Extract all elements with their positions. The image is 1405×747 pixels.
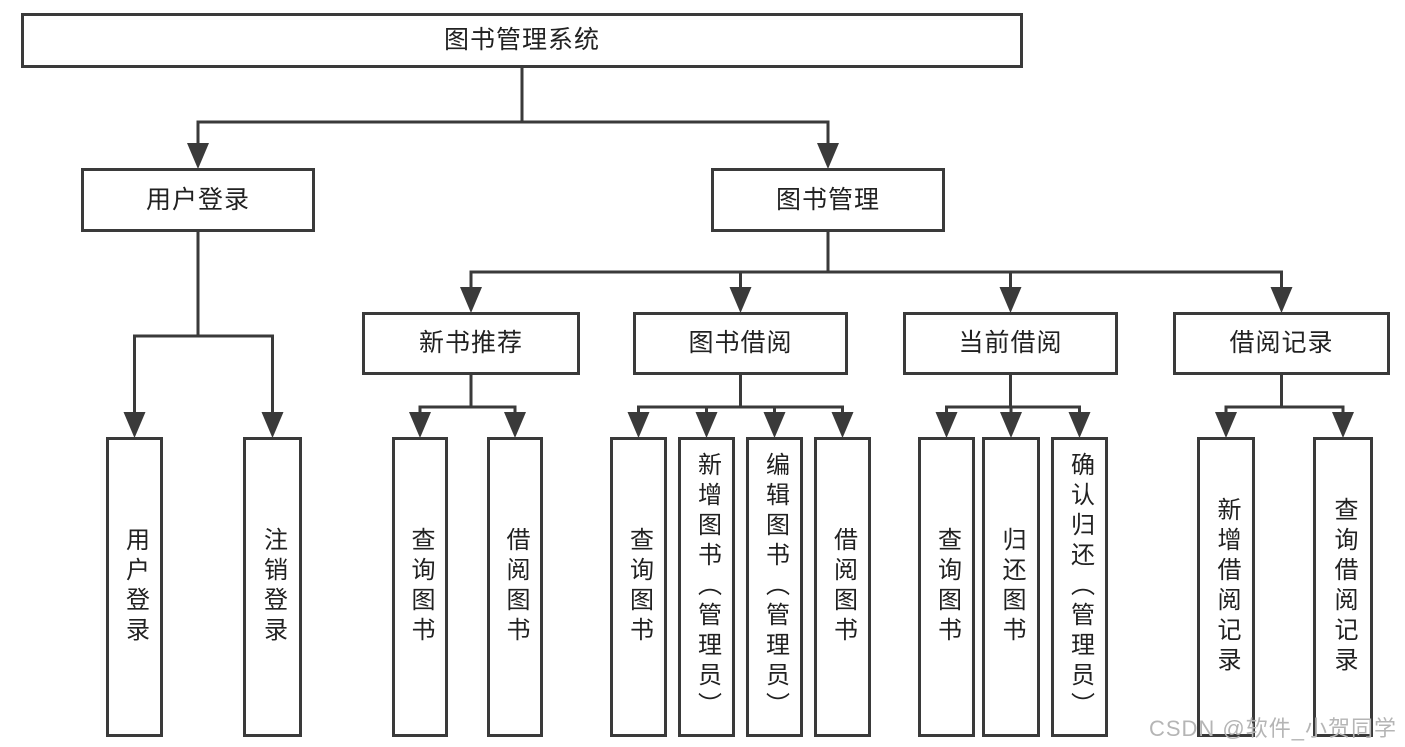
node-borrow-records: 借阅记录: [1173, 312, 1390, 375]
node-edit-books: 编辑图书（管理员）: [746, 437, 803, 737]
node-query-borrow-record: 查询借阅记录: [1313, 437, 1373, 737]
node-label: 确认归还（管理员）: [1066, 452, 1094, 722]
node-label: 用户登录: [121, 527, 149, 647]
node-label: 查询图书: [407, 527, 434, 647]
node-new-book-rec: 新书推荐: [362, 312, 580, 375]
node-label: 当前借阅: [958, 329, 1063, 357]
node-logout: 注销登录: [243, 437, 302, 737]
watermark: CSDN @软件_小贺同学: [1148, 716, 1397, 741]
node-label: 查询借阅记录: [1330, 497, 1357, 677]
node-current-borrow: 当前借阅: [903, 312, 1118, 375]
node-label: 用户登录: [145, 185, 250, 214]
node-label: 借阅图书: [829, 527, 857, 647]
node-confirm-return: 确认归还（管理员）: [1051, 437, 1108, 737]
node-label: 新书推荐: [418, 329, 523, 357]
node-query-books-3: 查询图书: [918, 437, 975, 737]
node-borrow-books-1: 借阅图书: [487, 437, 543, 737]
node-label: 图书管理系统: [443, 26, 600, 54]
node-label: 借阅图书: [502, 527, 529, 647]
node-book-borrow: 图书借阅: [633, 312, 848, 375]
node-label: 编辑图书（管理员）: [761, 452, 789, 722]
node-label: 图书管理: [775, 185, 880, 214]
node-label: 查询图书: [933, 527, 961, 647]
node-book-mgmt: 图书管理: [711, 168, 945, 232]
node-label: 图书借阅: [688, 329, 793, 357]
node-label: 借阅记录: [1229, 329, 1334, 357]
node-return-books: 归还图书: [982, 437, 1040, 737]
node-add-books: 新增图书（管理员）: [678, 437, 735, 737]
node-label: 查询图书: [625, 527, 653, 647]
node-label: 归还图书: [998, 527, 1025, 647]
node-label: 新增图书（管理员）: [693, 452, 721, 722]
node-query-books-1: 查询图书: [392, 437, 448, 737]
node-label: 新增借阅记录: [1213, 497, 1240, 677]
node-login: 用户登录: [106, 437, 163, 737]
node-root: 图书管理系统: [21, 13, 1023, 68]
node-add-borrow-record: 新增借阅记录: [1197, 437, 1255, 737]
node-borrow-books-2: 借阅图书: [814, 437, 871, 737]
node-user-login: 用户登录: [81, 168, 315, 232]
node-query-books-2: 查询图书: [610, 437, 667, 737]
node-label: 注销登录: [259, 527, 287, 647]
